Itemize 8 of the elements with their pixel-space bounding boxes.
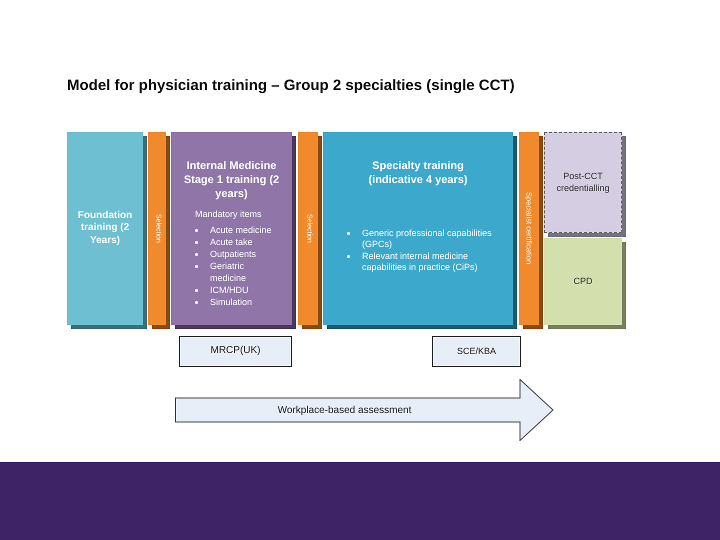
- stage-block: CPD: [544, 238, 622, 325]
- stage-block: Foundation training (2 Years): [67, 132, 143, 325]
- stage-block: Specialty training (indicative 4 years) Generic professional capabilities (GPCs) Relevant internal medicine capabilities in practice (CiPs): [323, 132, 513, 325]
- stage-block: Internal Medicine Stage 1 training (2 years) Mandatory items Acute medicine Acute take Outpatients Geriatric medicine ICM/HDU Simulation: [171, 132, 292, 325]
- title: Model for physician training – Group 2 specialties (single CCT): [67, 76, 515, 96]
- assessment-arrow: Workplace-based assessment: [175, 379, 554, 441]
- exam-box: SCE/KBA: [432, 336, 521, 367]
- exam-box: MRCP(UK): [179, 336, 292, 367]
